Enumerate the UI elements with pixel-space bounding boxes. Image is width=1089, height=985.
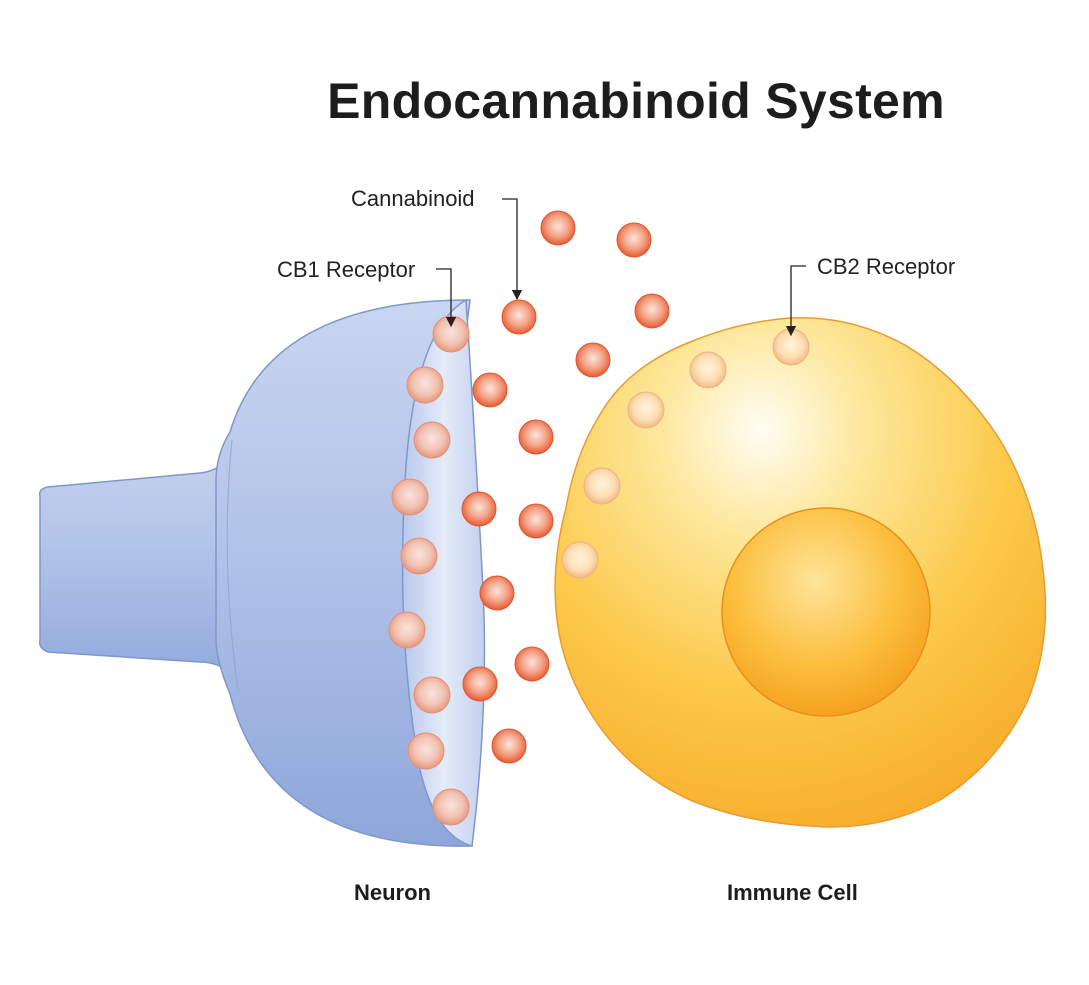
neuron-axon [38,427,247,695]
neuron [38,298,486,847]
cannabinoid-molecule [514,646,550,682]
cb1-receptor [432,788,470,826]
cb2-receptor [561,541,599,579]
cannabinoid-molecule [491,728,527,764]
cb1-receptor [400,537,438,575]
cb2-receptor [689,351,727,389]
cannabinoid-molecule [461,491,497,527]
cb1-receptor-label: CB1 Receptor [277,257,416,282]
cb1-leader-line [436,268,457,328]
cannabinoid-leader-line [502,198,523,301]
cb2-leader-line [785,265,806,337]
cannabinoid-molecule [540,210,576,246]
cannabinoid-molecule [462,666,498,702]
cannabinoid-molecule [472,372,508,408]
cb1-receptors [388,315,470,826]
cannabinoid-molecule [501,299,537,335]
cannabinoid-molecule [479,575,515,611]
cb2-receptor-label: CB2 Receptor [817,254,956,279]
cb2-receptor [772,328,810,366]
cannabinoid-molecule [634,293,670,329]
cb2-receptor [583,467,621,505]
cb1-receptor [406,366,444,404]
cannabinoid-molecule [616,222,652,258]
cannabinoid-molecules [461,210,670,764]
cannabinoid-molecule [518,503,554,539]
immune-cell-caption: Immune Cell [727,880,858,905]
cb1-receptor [413,421,451,459]
neuron-caption: Neuron [354,880,431,905]
cb2-receptors [561,328,810,579]
cb2-receptor [627,391,665,429]
cb1-receptor [407,732,445,770]
cb1-receptor [388,611,426,649]
cannabinoid-label: Cannabinoid [351,186,475,211]
cb1-receptor [413,676,451,714]
nucleus [721,507,931,717]
cb1-receptor [391,478,429,516]
page-title: Endocannabinoid System [327,73,945,129]
cannabinoid-molecule [518,419,554,455]
immune-cell [554,316,1047,828]
cannabinoid-molecule [575,342,611,378]
